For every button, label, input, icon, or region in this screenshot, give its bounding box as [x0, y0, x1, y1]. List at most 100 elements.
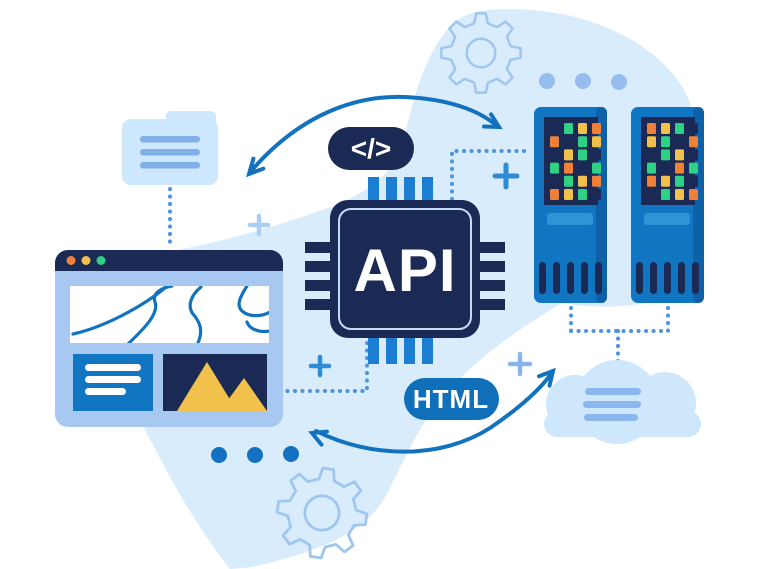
chip-pin — [479, 242, 505, 253]
chip-pin — [479, 261, 505, 272]
server-led — [592, 175, 601, 187]
server-led — [647, 123, 656, 134]
decorative-dots-bottom — [211, 446, 299, 463]
chip-pins-top — [368, 177, 433, 201]
server-led — [647, 149, 656, 161]
server-led — [661, 162, 670, 174]
api-chip: API — [305, 177, 505, 364]
chip-browser-connector-dotted — [284, 341, 369, 393]
html-badge: HTML — [404, 378, 499, 420]
code-flow-arrow — [245, 94, 503, 178]
chip-label: API — [353, 237, 456, 304]
server-led — [592, 123, 601, 134]
server-leds — [647, 123, 698, 200]
folder-icon — [122, 111, 218, 185]
server-led — [689, 162, 698, 174]
plus-mark — [308, 354, 332, 378]
chip-pins-right — [479, 242, 505, 310]
chip-pin — [386, 177, 397, 201]
server-led — [647, 136, 656, 148]
chip-inner-border — [338, 208, 472, 330]
server-led — [550, 189, 559, 200]
server-led — [578, 162, 587, 174]
html-badge-label: HTML — [413, 384, 489, 414]
chip-pin — [305, 299, 331, 310]
server-cloud-connector-dotted — [569, 306, 670, 365]
browser-titlebar — [55, 250, 283, 271]
server-vent — [581, 262, 588, 294]
server-led — [661, 149, 670, 161]
chip-pin — [479, 299, 505, 310]
browser-window — [55, 250, 283, 427]
traffic-light-orange — [66, 256, 76, 265]
server-vents — [539, 262, 602, 294]
chip-pins-left — [305, 242, 331, 310]
server-led — [550, 149, 559, 161]
code-badge: </> — [328, 127, 414, 170]
server-led — [647, 175, 656, 187]
traffic-light-yellow — [81, 256, 91, 265]
server-led — [550, 175, 559, 187]
server-vent — [678, 262, 685, 294]
server-led — [592, 149, 601, 161]
server-led — [675, 162, 684, 174]
server-led — [661, 175, 670, 187]
code-badge-label: </> — [351, 133, 391, 164]
server-led — [661, 136, 670, 148]
mountain-image-icon — [177, 362, 267, 411]
traffic-light-green — [96, 256, 106, 265]
server-vents — [636, 262, 699, 294]
server-led — [592, 162, 601, 174]
server-led — [578, 123, 587, 134]
browser-map-panel — [70, 286, 269, 343]
server-led — [689, 149, 698, 161]
server-vent — [692, 262, 699, 294]
chip-pin — [404, 177, 415, 201]
text-card-lines — [85, 364, 141, 395]
map-contour-lines — [71, 286, 269, 343]
server-led — [592, 189, 601, 200]
folder-text-lines — [140, 136, 200, 169]
plus-mark — [247, 213, 271, 237]
server-led — [675, 175, 684, 187]
server-led — [675, 136, 684, 148]
server-vent — [553, 262, 560, 294]
server-led — [550, 123, 559, 134]
cloud-text-lines — [583, 388, 641, 421]
server-led — [550, 162, 559, 174]
chip-server-connector-dotted — [450, 149, 533, 201]
chip-pin — [368, 338, 379, 364]
chip-pin — [305, 280, 331, 291]
chip-pin — [305, 261, 331, 272]
server-led — [578, 149, 587, 161]
server-led — [564, 136, 573, 148]
server-vent — [664, 262, 671, 294]
chip-pin — [305, 242, 331, 253]
gear-icon — [275, 466, 369, 560]
html-flow-arrow — [308, 367, 556, 454]
server-led — [675, 189, 684, 200]
server-led — [675, 149, 684, 161]
server-led — [689, 175, 698, 187]
server-led — [564, 149, 573, 161]
server-led — [564, 175, 573, 187]
server-led — [647, 189, 656, 200]
server-led — [661, 123, 670, 134]
decorative-dots-top — [539, 73, 627, 90]
server-led — [689, 123, 698, 134]
plus-mark — [507, 351, 533, 377]
server-led — [564, 162, 573, 174]
plus-mark — [492, 162, 520, 190]
server-led — [578, 189, 587, 200]
server-led — [550, 136, 559, 148]
server-led — [592, 136, 601, 148]
cloud-icon — [544, 360, 701, 444]
server-leds — [550, 123, 601, 200]
server-led — [661, 189, 670, 200]
server-vent — [650, 262, 657, 294]
server-rack — [534, 107, 607, 303]
server-slot — [644, 213, 690, 225]
chip-body — [330, 200, 480, 338]
server-led — [675, 123, 684, 134]
